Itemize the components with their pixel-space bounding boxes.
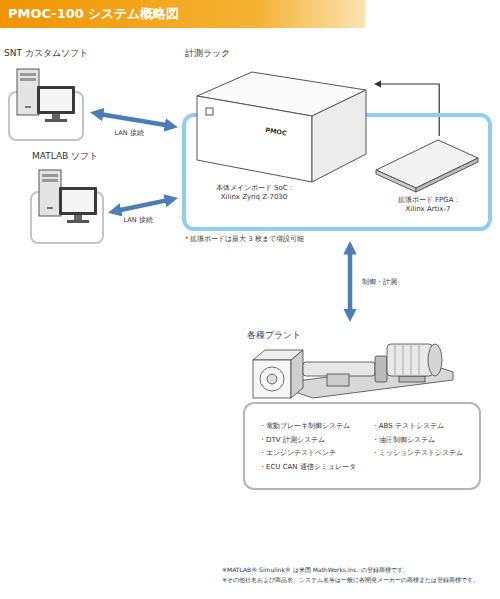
drive-slot xyxy=(20,78,36,81)
power-led xyxy=(47,207,53,209)
rack-heading: 計測ラック xyxy=(185,48,230,60)
monitor-stand xyxy=(74,215,82,220)
board-caption: 本体メインボード SoC : Xilinx Zynq Z-7030 xyxy=(206,184,302,202)
link-arrow xyxy=(348,250,353,312)
computer-icon xyxy=(8,66,84,142)
system-list: ・電動ブレーキ制御システム・DTV 計測システム・エンジンテストベンチ・ECU … xyxy=(243,403,479,489)
monitor-screen xyxy=(40,89,72,111)
main-board-node: PMOC本体メインボード SoC : Xilinx Zynq Z-7030 xyxy=(194,60,372,208)
housing-hub xyxy=(267,374,277,384)
monitor-stand xyxy=(52,114,60,119)
monitor-frame xyxy=(37,86,75,114)
monitor-base xyxy=(45,119,67,122)
board-edge xyxy=(376,170,416,192)
list-item: ・ミッションテストシステム xyxy=(372,447,463,461)
motor-stand xyxy=(399,376,425,382)
link-arrow xyxy=(117,200,169,211)
software-heading: MATLAB ソフト xyxy=(32,151,98,163)
list-item: ・ABS テストシステム xyxy=(372,420,463,434)
power-button xyxy=(206,108,213,115)
list-item: ・DTV 計測システム xyxy=(259,434,356,448)
housing-side xyxy=(291,350,303,398)
drive-slot xyxy=(42,174,58,177)
trademark-note: ※MATLAB® Simulink® は米国 MathWorks,Inc. の登… xyxy=(222,566,409,574)
monitor-screen xyxy=(62,190,94,212)
software-node: SNT カスタムソフト xyxy=(8,66,84,142)
housing-flange xyxy=(260,367,284,391)
footnote: * 拡張ボードは最大 3 枚まで増設可能 xyxy=(185,235,304,243)
power-led xyxy=(25,106,31,108)
list-item: ・油圧制御システム xyxy=(372,434,463,448)
trademark-note: ※その他社名および商品名、システム名等は一般に各開発メーカーの商標または登録商標… xyxy=(222,576,479,584)
box-side xyxy=(312,90,366,182)
list-item: ・エンジンテストベンチ xyxy=(259,447,356,461)
board-caption: 拡張ボード FPGA : Xilinx Artix-7 xyxy=(388,196,468,214)
housing-front xyxy=(253,360,291,398)
pc-tower xyxy=(17,69,39,115)
edge-label: LAN 接続 xyxy=(121,216,154,224)
shaft-support xyxy=(327,374,349,386)
motor-body xyxy=(387,344,433,376)
pc-tower xyxy=(39,170,61,216)
drive-slot xyxy=(42,179,58,182)
software-node: MATLAB ソフト xyxy=(30,168,104,245)
drive-slot xyxy=(20,73,36,76)
coupling xyxy=(375,356,387,382)
title-band xyxy=(0,0,365,28)
diagram-title: PMOC-100 システム概略図 xyxy=(8,6,179,23)
expansion-board-node: 拡張ボード FPGA : Xilinx Artix-7 xyxy=(372,136,484,226)
monitor-frame xyxy=(59,187,97,215)
motor-end xyxy=(428,344,442,376)
list-item: ・ECU CAN 通信シミュレータ xyxy=(259,461,356,475)
computer-icon xyxy=(30,168,104,245)
software-heading: SNT カスタムソフト xyxy=(4,48,88,60)
motor-fins xyxy=(395,344,419,376)
list-item: ・電動ブレーキ制御システム xyxy=(259,420,356,434)
edge-label: LAN 接続 xyxy=(112,129,145,137)
board-edge xyxy=(416,158,478,192)
link-arrow xyxy=(99,114,168,126)
list-column: ・ABS テストシステム・油圧制御システム・ミッションテストシステム xyxy=(372,420,463,474)
edge-label: 制御・計測 xyxy=(360,277,399,285)
feedback-arrow xyxy=(379,84,439,136)
monitor-base xyxy=(67,220,89,223)
plant-node: ・電動ブレーキ制御システム・DTV 計測システム・エンジンテストベンチ・ECU … xyxy=(243,330,481,491)
rack-frame: 計測ラック PMOC本体メインボード SoC : Xilinx Zynq Z-7… xyxy=(182,113,492,231)
list-column: ・電動ブレーキ制御システム・DTV 計測システム・エンジンテストベンチ・ECU … xyxy=(259,420,356,474)
plant-list-box xyxy=(244,403,480,489)
box-front xyxy=(197,96,312,182)
plant-heading: 各種プラント xyxy=(247,330,301,342)
